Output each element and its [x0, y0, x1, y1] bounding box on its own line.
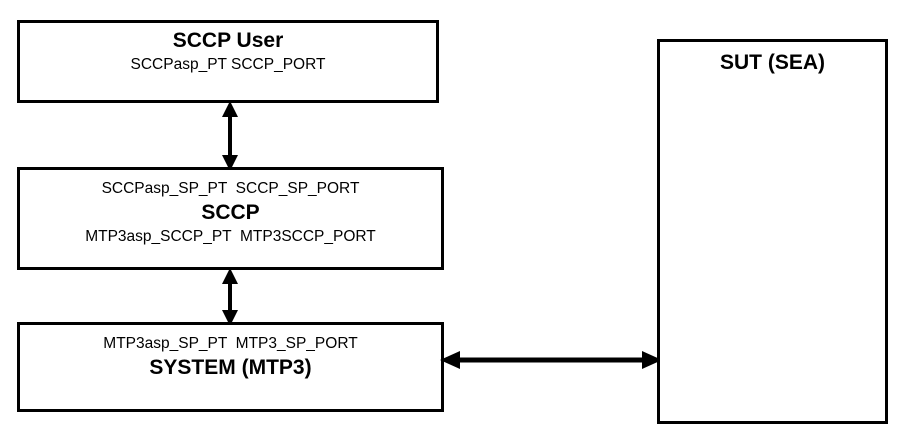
node-sut-text: SUT (SEA) — [660, 50, 885, 76]
node-sccp-user-text: SCCP User SCCPasp_PT SCCP_PORT — [20, 28, 436, 76]
node-system-mtp3-text: MTP3asp_SP_PT MTP3_SP_PORT SYSTEM (MTP3) — [20, 333, 441, 381]
node-system-mtp3[interactable]: MTP3asp_SP_PT MTP3_SP_PORT SYSTEM (MTP3) — [17, 322, 444, 412]
node-sccp-title: SCCP — [201, 201, 260, 224]
connector-system-mtp3-to-sut[interactable] — [440, 340, 662, 380]
connector-sccp-to-system-mtp3[interactable] — [206, 268, 254, 326]
node-sccp-user[interactable]: SCCP User SCCPasp_PT SCCP_PORT — [17, 20, 439, 103]
node-sut-title: SUT (SEA) — [720, 51, 825, 74]
node-sccp-text: SCCPasp_SP_PT SCCP_SP_PORT SCCP MTP3asp_… — [20, 178, 441, 248]
node-sccp[interactable]: SCCPasp_SP_PT SCCP_SP_PORT SCCP MTP3asp_… — [17, 167, 444, 270]
connector-sccp-user-to-sccp[interactable] — [206, 101, 254, 171]
node-sccp-user-title: SCCP User — [172, 29, 284, 52]
node-sut[interactable]: SUT (SEA) — [657, 39, 888, 424]
node-sccp-user-ports: SCCPasp_PT SCCP_PORT — [130, 56, 326, 73]
node-sccp-ports-lower: MTP3asp_SCCP_PT MTP3SCCP_PORT — [85, 228, 376, 245]
node-system-mtp3-title: SYSTEM (MTP3) — [149, 356, 312, 379]
node-sccp-ports-upper: SCCPasp_SP_PT SCCP_SP_PORT — [101, 180, 360, 197]
node-system-mtp3-ports: MTP3asp_SP_PT MTP3_SP_PORT — [103, 335, 358, 352]
